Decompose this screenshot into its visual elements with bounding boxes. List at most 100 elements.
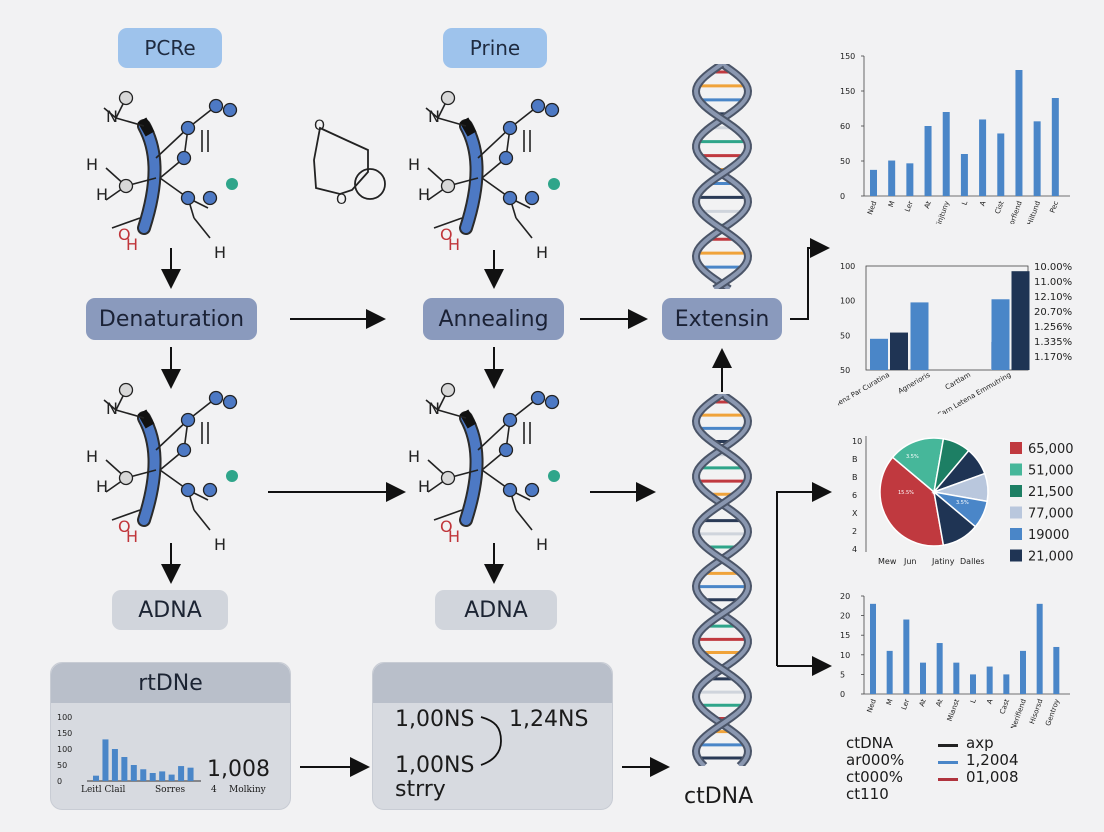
- bond: [193, 217, 211, 239]
- helix-strand: [693, 394, 751, 766]
- atom-label-n: N: [428, 107, 440, 126]
- x-tick-label: Hiltund: [1026, 200, 1042, 224]
- x-tick-label: At: [918, 698, 928, 708]
- bar: [986, 666, 993, 694]
- atom-label-h: H: [408, 447, 420, 466]
- atom: [118, 178, 134, 194]
- right-tick-label: 20.70%: [1034, 307, 1072, 318]
- legend-row-left: ct110: [846, 785, 889, 803]
- pie-slice-label: 3.5%: [906, 454, 919, 460]
- atom: [180, 120, 196, 136]
- mini-bar: [102, 739, 109, 781]
- bar: [870, 338, 888, 370]
- backbone-cap: [137, 409, 155, 429]
- atom: [440, 178, 456, 194]
- mini-bar: [93, 775, 99, 781]
- ns-line3: strry: [395, 777, 446, 802]
- bar: [936, 643, 943, 694]
- bar: [991, 299, 1010, 370]
- x-tick-label: Mianst: [946, 698, 962, 723]
- atom-label-h: H: [86, 447, 98, 466]
- atom-label-o: O: [440, 225, 453, 244]
- x-tick-label: Norfiend: [1006, 200, 1024, 224]
- atom-label-h: H: [448, 527, 460, 546]
- bar: [1053, 646, 1060, 694]
- mini-bar: [121, 757, 128, 781]
- bar: [906, 163, 914, 196]
- atom-label-h: H: [536, 535, 548, 554]
- atom-label-h: H: [536, 243, 548, 262]
- ring-o: O: [314, 118, 325, 134]
- x-tick-label: M: [885, 698, 895, 706]
- legend-label: 21,500: [1028, 485, 1074, 500]
- dna-helix-bottom: [691, 394, 753, 766]
- x-tick-label: M: [887, 200, 897, 208]
- atom-label-h: H: [214, 535, 226, 554]
- atom-label-h: H: [126, 235, 138, 254]
- pie-slice: [879, 456, 945, 547]
- bond: [433, 217, 463, 229]
- bond: [193, 509, 211, 531]
- ring-o: O: [336, 192, 347, 208]
- step-denaturation: Denaturation: [86, 298, 257, 340]
- y-tick-label: 100: [840, 262, 855, 271]
- mini-bar: [187, 767, 194, 781]
- x-tick-label: Jun: [903, 557, 917, 566]
- y-tick-label: 20: [840, 592, 850, 601]
- bar: [910, 302, 929, 370]
- bond: [437, 409, 467, 419]
- x-tick-label: Pec: [1049, 200, 1061, 214]
- atom-label-h: H: [96, 185, 108, 204]
- bar: [970, 674, 976, 694]
- y-tick-label: 50: [840, 331, 850, 340]
- helix-strand: [693, 64, 751, 289]
- rtdna-footer-right: Molkiny: [229, 785, 266, 795]
- atom: [208, 98, 224, 114]
- mini-bar: [130, 765, 137, 781]
- legend-label: 77,000: [1028, 507, 1074, 522]
- atom: [118, 90, 134, 106]
- rtdna-footer-4: 4: [211, 785, 217, 795]
- bond: [425, 107, 439, 119]
- x-tick-label: A: [985, 698, 994, 705]
- legend-line: [938, 761, 958, 764]
- atom: [440, 90, 456, 106]
- step-annealing: Annealing: [423, 298, 564, 340]
- legend-row-left: ct000%: [846, 768, 904, 786]
- label-adna-mid: ADNA: [435, 590, 557, 630]
- atom: [222, 102, 238, 118]
- right-tick-label: 12.10%: [1034, 292, 1072, 303]
- y-tick-label: 2: [852, 527, 857, 536]
- x-tick-label: Mew: [878, 557, 897, 566]
- step-extension: Extensin: [662, 298, 782, 340]
- atom-label-h: H: [448, 235, 460, 254]
- atom-label-o: O: [118, 517, 131, 536]
- y-tick-label: 20: [840, 612, 850, 621]
- y-tick-label: 6: [852, 491, 857, 500]
- mini-bar: [140, 769, 147, 781]
- x-tick-label: Carn Letena Emmutring: [936, 371, 1012, 414]
- y-tick-label: 0: [840, 192, 845, 201]
- teal-dot: [548, 178, 560, 190]
- x-tick-label: Nerifiend: [1009, 698, 1027, 728]
- x-tick-label: At: [923, 200, 933, 210]
- bar: [979, 119, 987, 196]
- atom: [118, 382, 134, 398]
- mini-tick-y: 100: [57, 713, 72, 722]
- backbone-cap: [459, 409, 477, 429]
- bar: [1020, 650, 1026, 694]
- atom: [180, 412, 196, 428]
- x-tick-label: Cartlam: [944, 371, 972, 392]
- backbone-cap: [459, 117, 477, 137]
- teal-dot: [226, 470, 238, 482]
- atom-label-h: H: [96, 477, 108, 496]
- bond: [111, 217, 141, 229]
- legend-swatch: [1010, 442, 1022, 454]
- atom: [208, 390, 224, 406]
- bar: [997, 133, 1005, 196]
- bar: [890, 332, 908, 370]
